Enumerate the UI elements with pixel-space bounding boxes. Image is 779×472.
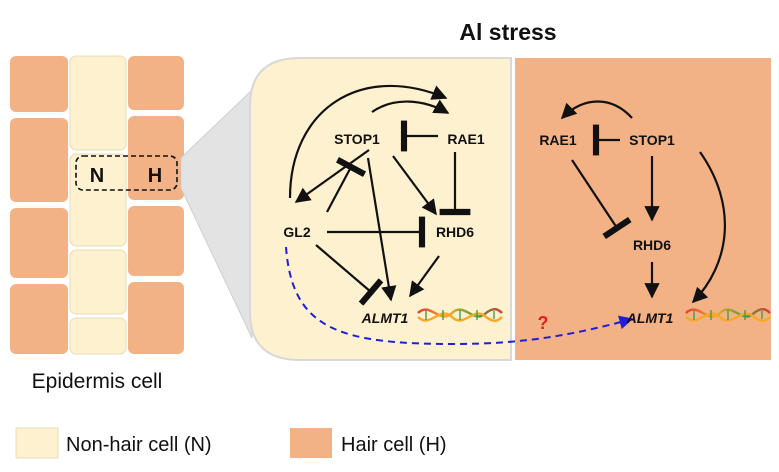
zoom-funnel (180, 88, 253, 339)
legend-label-hair: Hair cell (H) (341, 434, 447, 456)
cross-cell-link (285, 246, 634, 346)
non-hair-panel (249, 57, 512, 361)
node-rhd6: RHD6 (436, 224, 474, 240)
unknown-link-mark: ? (538, 313, 549, 333)
dna-helix-icon (685, 308, 771, 322)
node-almt1: ALMT1 (626, 310, 674, 326)
dna-helix-icon (417, 308, 503, 322)
node-stop1: STOP1 (334, 131, 380, 147)
legend-swatch-hair (290, 428, 332, 458)
epidermis-cells (10, 55, 184, 355)
zoom-selection-box (75, 155, 178, 191)
node-almt1: ALMT1 (361, 310, 409, 326)
node-rae1: RAE1 (539, 132, 577, 148)
node-stop1: STOP1 (629, 132, 675, 148)
node-rhd6: RHD6 (633, 237, 671, 253)
non-hair-marker: N (90, 165, 104, 187)
legend: Non-hair cell (N) Hair cell (H) (15, 427, 447, 459)
hair-marker: H (148, 165, 162, 187)
diagram-title: Al stress (459, 19, 556, 45)
legend-label-non-hair: Non-hair cell (N) (66, 434, 212, 456)
node-gl2: GL2 (283, 224, 310, 240)
non-hair-nodes: STOP1 RAE1 GL2 RHD6 ALMT1 (283, 131, 484, 326)
hair-network-edges (560, 100, 726, 304)
node-rae1: RAE1 (447, 131, 485, 147)
legend-swatch-non-hair (15, 427, 59, 459)
epidermis-caption: Epidermis cell (32, 370, 163, 393)
hair-nodes: RAE1 STOP1 RHD6 ALMT1 (539, 132, 675, 326)
non-hair-network-edges (288, 84, 471, 306)
